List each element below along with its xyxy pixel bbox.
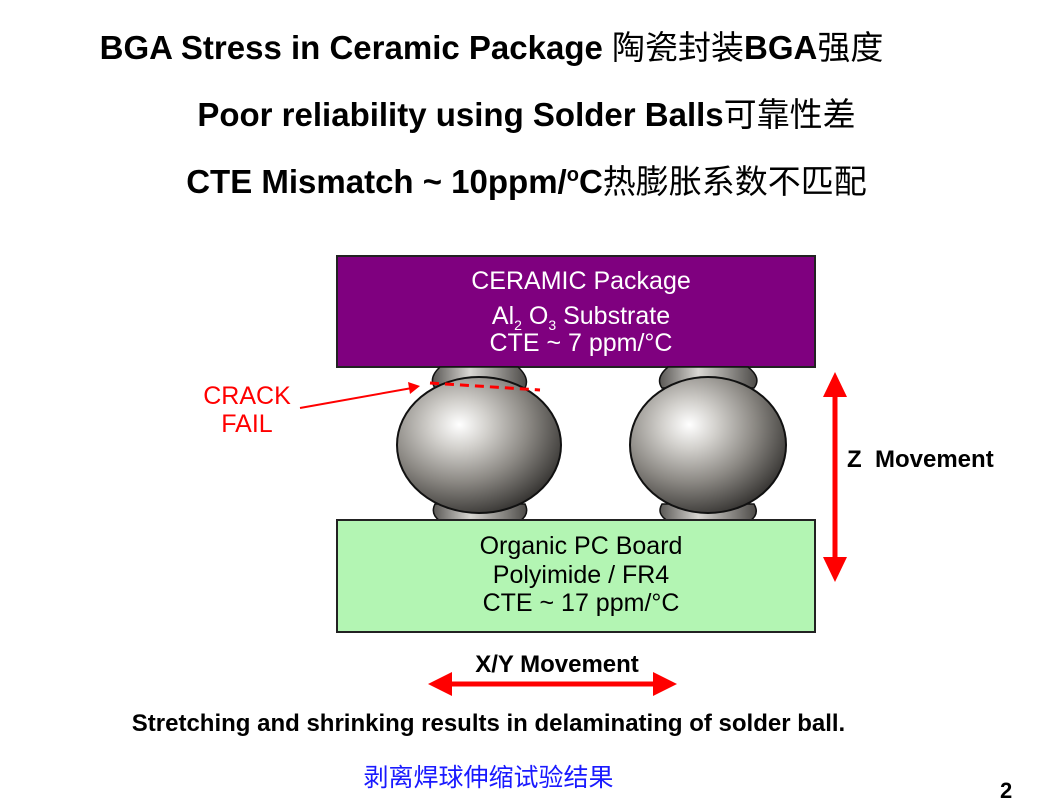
crack-label: CRACK bbox=[203, 382, 291, 410]
ceramic-package-label: CERAMIC Package bbox=[471, 267, 691, 295]
crack-line bbox=[429, 381, 541, 392]
title-line-3-english: CTE Mismatch ~ 10ppm/ bbox=[186, 163, 567, 200]
title-line-1-english: BGA Stress in Ceramic Package bbox=[99, 29, 612, 66]
title-line-3: CTE Mismatch ~ 10ppm/oC热膨胀系数不匹配 bbox=[0, 162, 1053, 202]
pc-board-block bbox=[336, 519, 816, 633]
pc-board-cte-label: CTE ~ 17 ppm/°C bbox=[483, 589, 680, 617]
ceramic-substrate-label: Al2 O3 Substrate bbox=[492, 302, 670, 333]
caption-english: Stretching and shrinking results in dela… bbox=[131, 710, 846, 737]
title-line-1-chinese: 陶瓷封装 bbox=[612, 28, 744, 67]
fail-label: FAIL bbox=[221, 410, 273, 438]
pc-board-material-label: Polyimide / FR4 bbox=[493, 561, 670, 589]
title-line-3-chinese: 热膨胀系数不匹配 bbox=[602, 162, 867, 201]
title-line-2-chinese: 可靠性差 bbox=[723, 95, 856, 134]
z-movement-label: Z Movement bbox=[847, 446, 994, 473]
solder-ball-right bbox=[629, 366, 787, 522]
title-line-1-bga: BGA bbox=[744, 29, 818, 66]
crack-pointer-line bbox=[299, 387, 413, 409]
xy-movement-label: X/Y Movement bbox=[475, 651, 639, 678]
degree-superscript: o bbox=[566, 164, 579, 186]
ceramic-cte-label: CTE ~ 7 ppm/°C bbox=[490, 329, 673, 357]
crack-pointer-arrowhead bbox=[408, 382, 420, 394]
caption-chinese: 剥离焊球伸缩试验结果 bbox=[363, 763, 614, 792]
title-line-3-unit: C bbox=[578, 163, 603, 200]
ceramic-package-block bbox=[336, 255, 816, 368]
title-line-2: Poor reliability using Solder Balls可靠性差 bbox=[0, 95, 1053, 135]
xy-movement-arrow bbox=[428, 672, 677, 696]
title-line-2-english: Poor reliability using Solder Balls bbox=[197, 96, 724, 133]
title-line-1: BGA Stress in Ceramic Package 陶瓷封装BGA强度 bbox=[0, 28, 1018, 68]
z-movement-arrow bbox=[823, 372, 847, 582]
pc-board-label: Organic PC Board bbox=[480, 532, 683, 560]
page-number: 2 bbox=[1000, 778, 1013, 803]
title-line-1-chinese-2: 强度 bbox=[817, 28, 884, 67]
